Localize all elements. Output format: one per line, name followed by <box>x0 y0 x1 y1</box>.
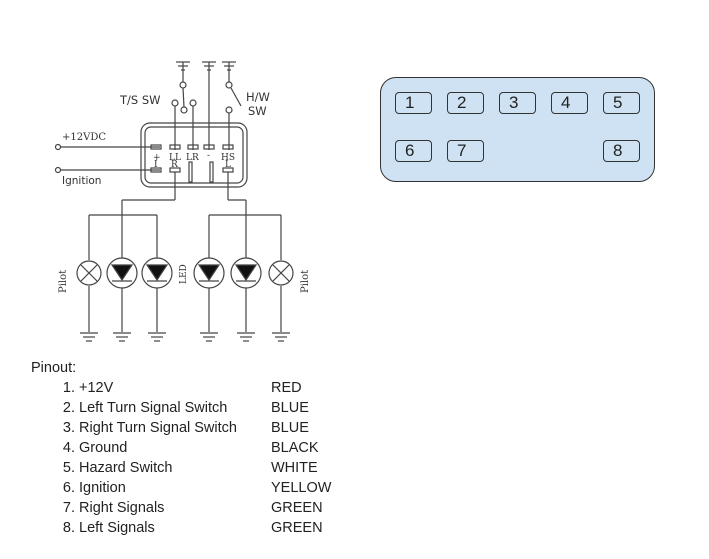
pin-7: 7 <box>447 140 484 162</box>
pin-2: 2 <box>447 92 484 114</box>
connector-pin-diagram: 1 2 3 4 5 6 7 8 <box>380 77 655 182</box>
pin-8: 8 <box>603 140 640 162</box>
led-icon <box>230 257 262 289</box>
terminal-plus-label: + <box>153 153 161 163</box>
wire-color: YELLOW <box>271 480 332 496</box>
hw-sw-label-line2: SW <box>248 104 267 118</box>
pin-function: Hazard Switch <box>79 460 173 476</box>
pin-number: 5. <box>62 460 75 476</box>
pin-1: 1 <box>395 92 432 114</box>
ignition-label: Ignition <box>62 175 101 187</box>
terminal-r-label: R <box>171 160 178 170</box>
terminal-ll-label: LL <box>169 153 181 163</box>
terminal-minus-label: - <box>207 151 210 161</box>
ground-symbol <box>148 332 166 342</box>
ground-symbol <box>237 332 255 342</box>
pin-number: 1. <box>62 380 75 396</box>
ts-sw-label: T/S SW <box>119 93 161 107</box>
pin-number: 6. <box>62 480 75 496</box>
pinout-title: Pinout: <box>31 360 77 376</box>
wire-color: RED <box>271 380 302 396</box>
ground-symbol-top-minus <box>202 61 216 150</box>
led-icon <box>106 257 138 289</box>
pilot-left-label: Pilot <box>58 270 69 293</box>
terminal-lr-label: LR <box>186 153 199 163</box>
pin-number: 7. <box>62 500 75 516</box>
terminal-i-label: I <box>154 160 158 170</box>
pin-number: 4. <box>62 440 75 456</box>
pin-function: Left Signals <box>79 520 155 536</box>
ground-symbol-top-hw <box>222 61 236 82</box>
pilot-right-label: Pilot <box>300 270 311 293</box>
wiring-schematic: T/S SW H/W SW +12VDC Ignition + LL LR - … <box>54 61 311 342</box>
terminal-hs-label: HS <box>221 153 235 163</box>
pin-function: Left Turn Signal Switch <box>79 400 228 416</box>
pin-3: 3 <box>499 92 536 114</box>
pin-number: 8. <box>62 520 75 536</box>
pin-function: Right Turn Signal Switch <box>79 420 237 436</box>
led-icon <box>193 257 225 289</box>
pin-5: 5 <box>603 92 640 114</box>
pin-4: 4 <box>551 92 588 114</box>
hw-sw-label-line1: H/W <box>246 90 270 104</box>
wire-color: WHITE <box>271 460 318 476</box>
pin-function: Right Signals <box>79 500 165 516</box>
wire-color: BLACK <box>271 440 319 456</box>
pin-function: Ignition <box>79 480 126 496</box>
led-label: LED <box>179 264 189 284</box>
ground-symbol <box>80 332 98 342</box>
pin-number: 2. <box>62 400 75 416</box>
ground-symbol <box>272 332 290 342</box>
pin-6: 6 <box>395 140 432 162</box>
ground-symbol-top-ts <box>176 61 190 82</box>
wire-color: GREEN <box>271 500 323 516</box>
pilot-lamp-right-icon <box>268 260 294 286</box>
wire-color: BLUE <box>271 420 309 436</box>
pin-number: 3. <box>62 420 75 436</box>
terminal-l-label: L <box>225 160 231 170</box>
ground-symbol <box>113 332 131 342</box>
wire-color: BLUE <box>271 400 309 416</box>
plus12vdc-label: +12VDC <box>62 132 106 143</box>
ground-symbol <box>200 332 218 342</box>
wire-color: GREEN <box>271 520 323 536</box>
led-icon <box>141 257 173 289</box>
pilot-lamp-left-icon <box>76 260 102 286</box>
pin-function: Ground <box>79 440 128 456</box>
pin-function: +12V <box>79 380 114 396</box>
